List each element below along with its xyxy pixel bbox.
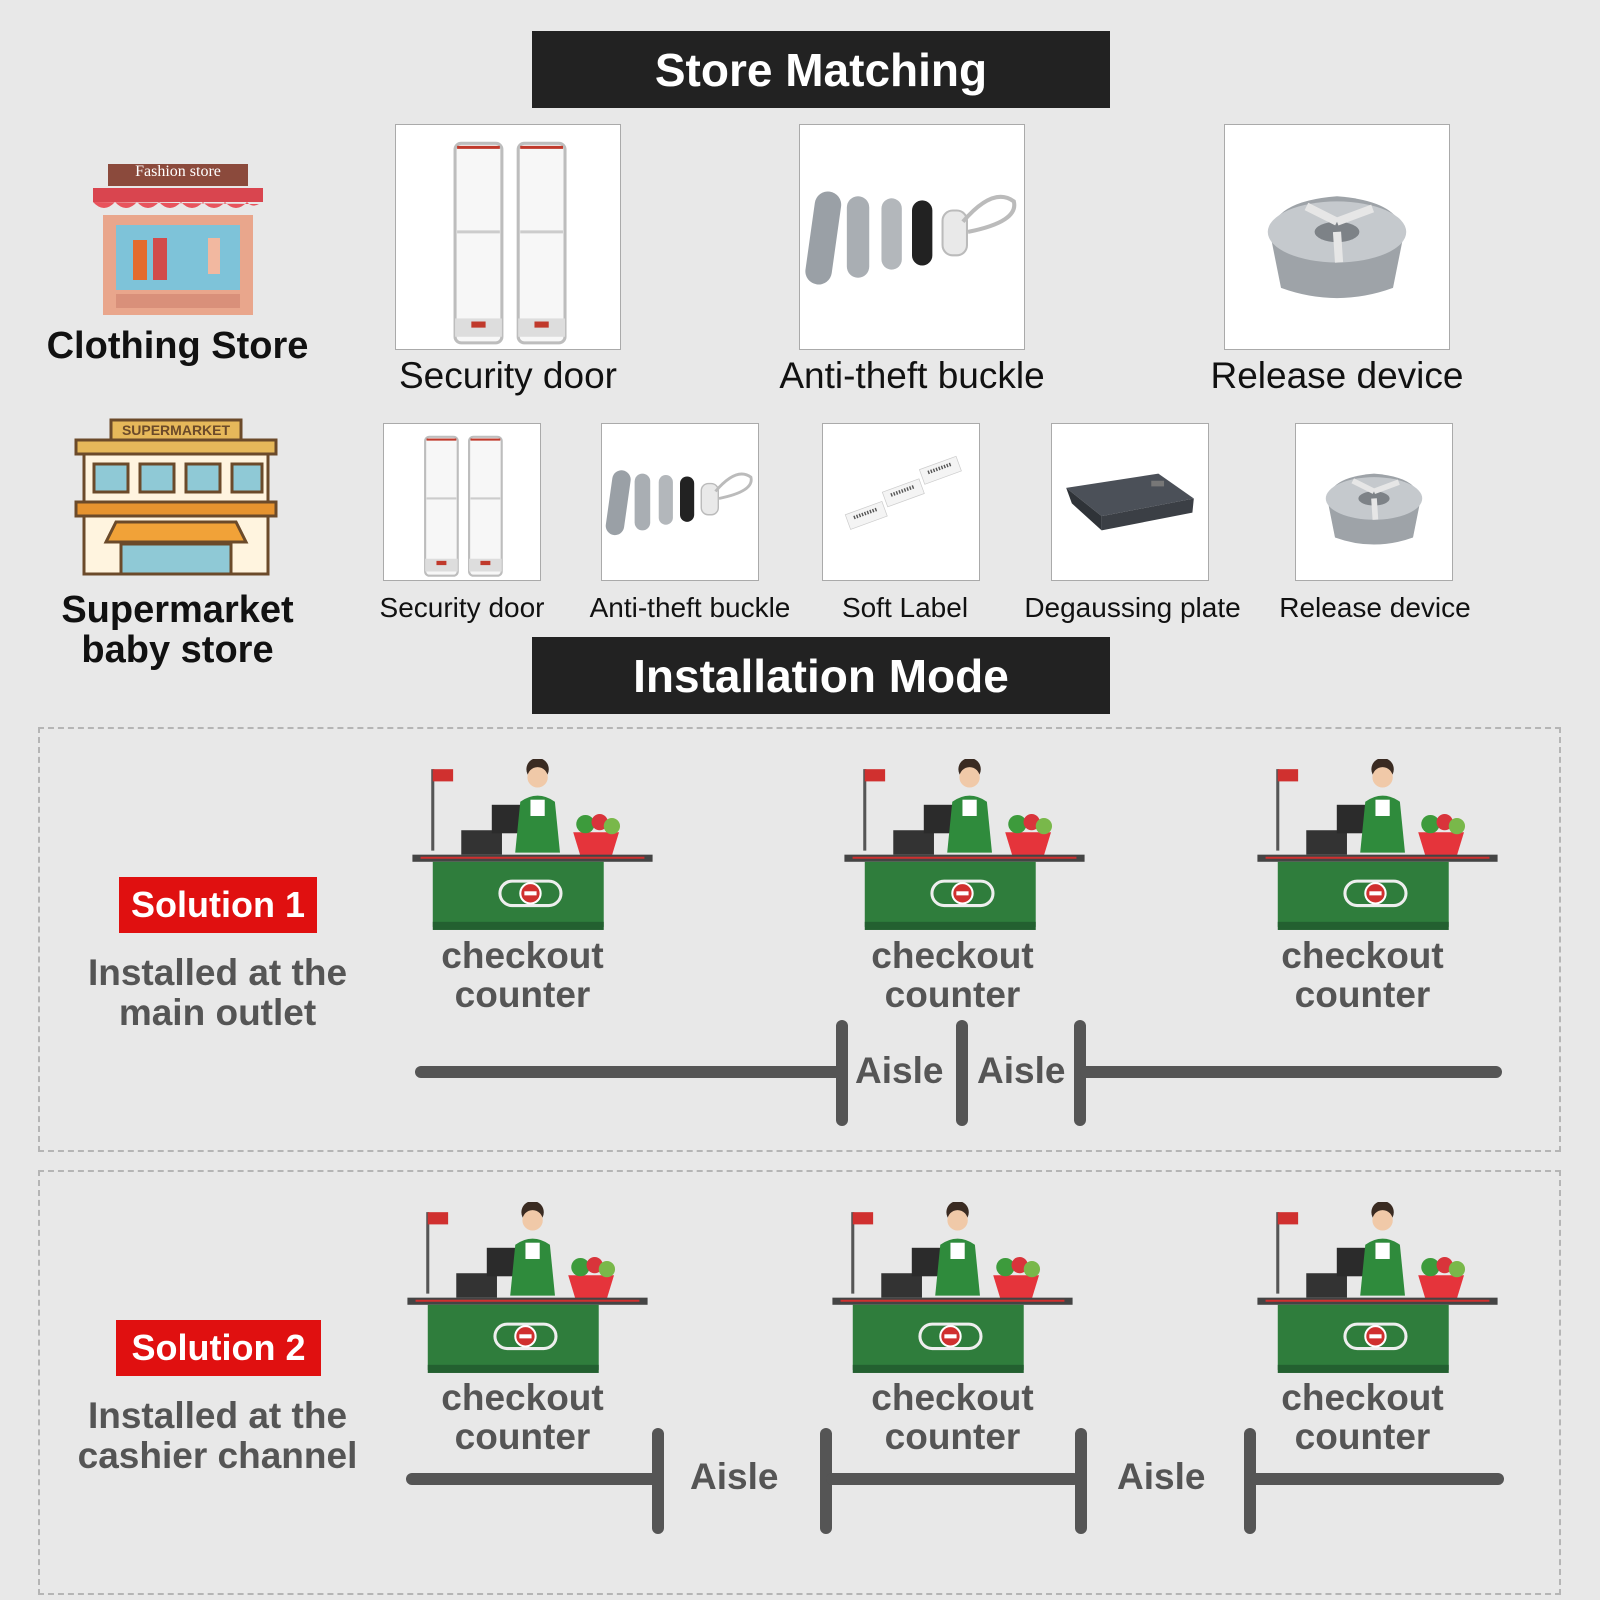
solution2-description: Installed at the cashier channel xyxy=(50,1396,385,1476)
counter-label-line1: checkout xyxy=(871,935,1034,976)
security-door-small-image xyxy=(383,423,541,581)
anti-theft-buckle-small-image xyxy=(601,423,759,581)
soft-label-image xyxy=(822,423,980,581)
counter-label-line2: counter xyxy=(884,1416,1021,1457)
aisle-label: Aisle xyxy=(690,1456,779,1497)
aisle-label: Aisle xyxy=(977,1050,1066,1091)
checkout-counter-label: checkout counter xyxy=(825,1378,1080,1456)
counter-label-line1: checkout xyxy=(871,1377,1034,1418)
supermarket-item-degaussing-plate: Degaussing plate xyxy=(1024,592,1241,623)
solution2-desc-line2: cashier channel xyxy=(77,1435,358,1476)
supermarket-item-security-door: Security door xyxy=(379,592,545,623)
clothing-item-release-device: Release device xyxy=(1210,355,1464,396)
lane-line xyxy=(1080,1066,1502,1078)
checkout-counter-illustration xyxy=(1255,1202,1500,1375)
fashion-store-sign: Fashion store xyxy=(135,163,221,180)
checkout-counter-label: checkout counter xyxy=(825,936,1080,1014)
supermarket-label: Supermarket baby store xyxy=(20,590,335,670)
checkout-counter-label: checkout counter xyxy=(1235,936,1490,1014)
security-door-image xyxy=(395,124,621,350)
checkout-counter-label: checkout counter xyxy=(395,1378,650,1456)
solution1-badge: Solution 1 xyxy=(119,877,317,933)
gate-post xyxy=(956,1020,968,1126)
clothing-item-security-door: Security door xyxy=(399,355,617,396)
counter-label-line2: counter xyxy=(454,974,591,1015)
solution1-desc-line2: main outlet xyxy=(118,992,317,1033)
aisle-label: Aisle xyxy=(855,1050,944,1091)
solution2-badge: Solution 2 xyxy=(116,1320,321,1376)
supermarket-item-anti-theft-buckle: Anti-theft buckle xyxy=(589,592,791,623)
store-matching-title: Store Matching xyxy=(654,43,988,96)
installation-mode-title: Installation Mode xyxy=(633,649,1009,702)
counter-label-line1: checkout xyxy=(441,935,604,976)
lane-line xyxy=(406,1473,660,1485)
store-matching-banner: Store Matching xyxy=(532,31,1110,108)
counter-label-line1: checkout xyxy=(1281,1377,1444,1418)
supermarket-item-release-device: Release device xyxy=(1279,592,1471,623)
release-device-small-image xyxy=(1295,423,1453,581)
counter-label-line1: checkout xyxy=(1281,935,1444,976)
checkout-counter-illustration xyxy=(410,759,655,932)
solution1-description: Installed at the main outlet xyxy=(50,953,385,1033)
counter-label-line2: counter xyxy=(884,974,1021,1015)
fashion-store-illustration: Fashion store xyxy=(78,160,278,320)
solution1-desc-line1: Installed at the xyxy=(87,952,348,993)
supermarket-illustration: SUPERMARKET xyxy=(66,418,286,578)
counter-label-line2: counter xyxy=(1294,974,1431,1015)
counter-label-line1: checkout xyxy=(441,1377,604,1418)
installation-mode-banner: Installation Mode xyxy=(532,637,1110,714)
supermarket-sign: SUPERMARKET xyxy=(121,422,231,438)
solution1-panel xyxy=(38,727,1561,1152)
release-device-image xyxy=(1224,124,1450,350)
gate-post xyxy=(652,1428,664,1534)
aisle-label: Aisle xyxy=(1117,1456,1206,1497)
anti-theft-buckle-image xyxy=(799,124,1025,350)
solution2-desc-line1: Installed at the xyxy=(87,1395,348,1436)
supermarket-item-soft-label: Soft Label xyxy=(841,592,969,623)
supermarket-label-line1: Supermarket xyxy=(61,589,294,631)
supermarket-label-line2: baby store xyxy=(81,629,274,671)
checkout-counter-illustration xyxy=(830,1202,1075,1375)
checkout-counter-label: checkout counter xyxy=(395,936,650,1014)
clothing-item-anti-theft-buckle: Anti-theft buckle xyxy=(779,355,1045,396)
gate-post xyxy=(836,1020,848,1126)
checkout-counter-label: checkout counter xyxy=(1235,1378,1490,1456)
gate-post xyxy=(1075,1428,1087,1534)
clothing-store-label: Clothing Store xyxy=(46,325,309,367)
lane-line xyxy=(826,1473,1080,1485)
lane-line xyxy=(415,1066,845,1078)
checkout-counter-illustration xyxy=(842,759,1087,932)
degaussing-plate-image xyxy=(1051,423,1209,581)
solution2-panel xyxy=(38,1170,1561,1595)
lane-line xyxy=(1250,1473,1504,1485)
checkout-counter-illustration xyxy=(405,1202,650,1375)
checkout-counter-illustration xyxy=(1255,759,1500,932)
counter-label-line2: counter xyxy=(454,1416,591,1457)
counter-label-line2: counter xyxy=(1294,1416,1431,1457)
